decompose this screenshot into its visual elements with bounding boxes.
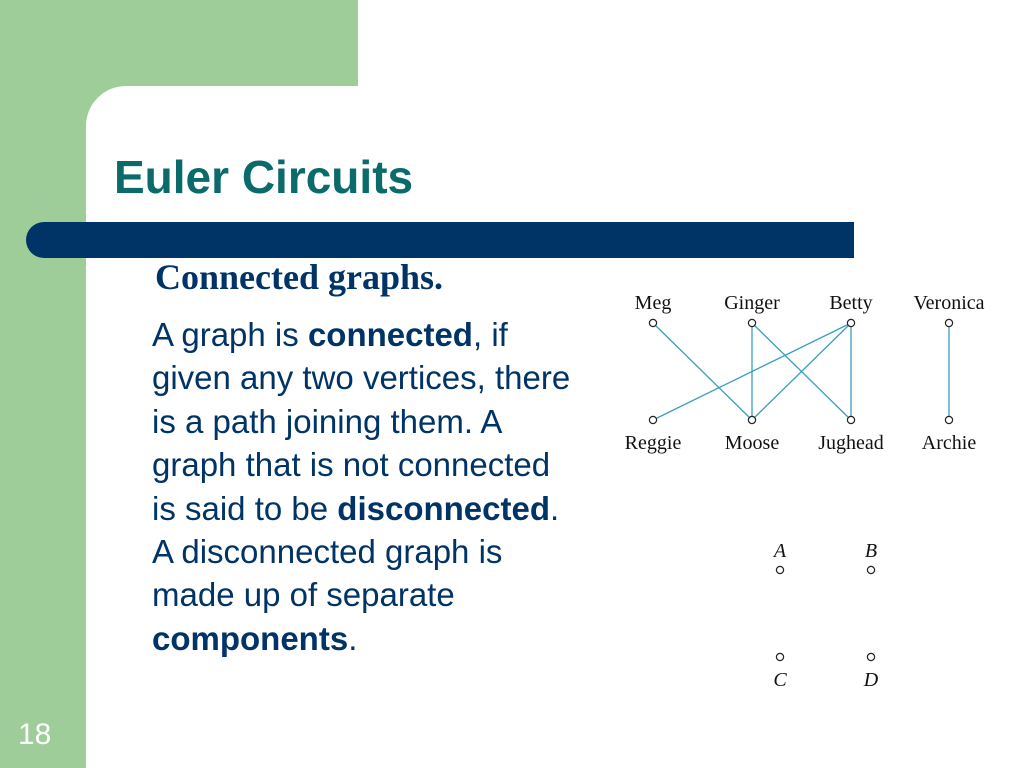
vertex-meg: [648, 318, 658, 328]
slide-subtitle: Connected graphs.: [155, 257, 444, 297]
vertex-moose: [747, 415, 757, 425]
vertex-reggie: [648, 415, 658, 425]
term-connected: connected: [307, 316, 473, 353]
slide-panel-top: [358, 0, 1024, 86]
body-text-part: , if given any two vertices, there is a …: [152, 316, 571, 527]
vertex-label-archie: Archie: [922, 432, 977, 454]
body-text-part: A graph is: [152, 316, 308, 353]
vertex-jughead: [846, 415, 856, 425]
vertex-archie: [944, 415, 954, 425]
edge-betty-reggie: [652, 322, 852, 421]
slide-number: 18: [18, 718, 52, 751]
body-text: A graph is connected, if given any two v…: [152, 313, 572, 660]
body-text-part: . A disconnected graph is made up of sep…: [152, 489, 560, 614]
title-underline-bar: [26, 222, 854, 258]
vertex-label-reggie: Reggie: [625, 432, 682, 454]
vertex-betty: [846, 318, 856, 328]
vertex-label-ginger: Ginger: [724, 292, 780, 314]
body-text-part: .: [348, 619, 358, 657]
vertex-label-veronica: Veronica: [913, 292, 984, 314]
term-components: components: [152, 619, 349, 657]
vertex-veronica: [944, 318, 954, 328]
vertex-label-moose: Moose: [725, 432, 780, 454]
vertex-label-betty: Betty: [829, 292, 872, 314]
vertex-label-b: B: [865, 540, 877, 562]
vertex-label-jughead: Jughead: [818, 432, 884, 454]
vertex-label-c: C: [773, 669, 787, 691]
slide-panel: [86, 86, 1024, 768]
vertex-d: [866, 652, 876, 662]
vertex-c: [775, 652, 785, 662]
vertex-label-d: D: [863, 669, 879, 691]
edge-betty-moose: [751, 322, 852, 421]
vertex-b: [866, 565, 876, 575]
vertex-a: [775, 565, 785, 575]
term-disconnected: disconnected: [337, 489, 550, 527]
slide-title: Euler Circuits: [114, 151, 414, 203]
vertex-ginger: [747, 318, 757, 328]
edge-meg-moose: [652, 322, 753, 421]
vertex-label-meg: Meg: [635, 292, 672, 314]
vertex-label-a: A: [772, 540, 787, 562]
